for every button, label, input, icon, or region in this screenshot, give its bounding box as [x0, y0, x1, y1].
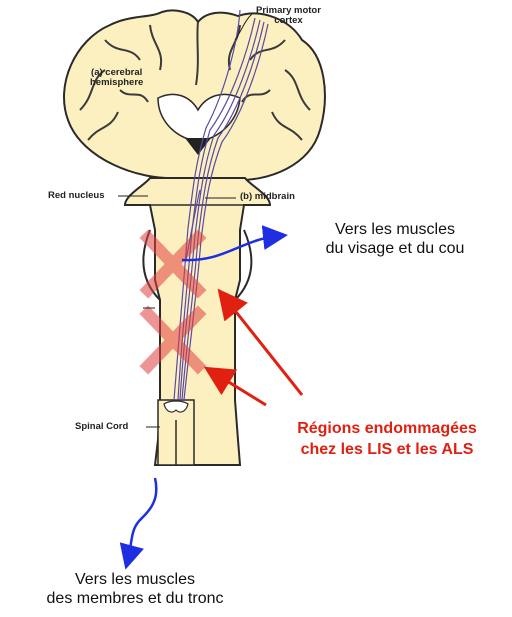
label-primary-motor-cortex: Primary motor cortex: [256, 6, 321, 26]
cerebral-hemisphere: [64, 10, 325, 184]
label-spinal-cord: Spinal Cord: [75, 422, 128, 432]
annotation-face-muscles: Vers les muscles du visage et du cou: [290, 220, 500, 258]
label-cerebral-hemisphere: (a) cerebral hemisphere: [90, 68, 143, 88]
red-arrow-upper: [225, 298, 302, 395]
annotation-damaged-regions: Régions endommagées chez les LIS et les …: [262, 418, 512, 460]
blue-arrow-body: [128, 478, 156, 560]
annotation-body-muscles: Vers les muscles des membres et du tronc: [10, 570, 260, 608]
label-red-nucleus: Red nucleus: [48, 191, 105, 201]
label-midbrain: (b) midbrain: [240, 192, 295, 202]
